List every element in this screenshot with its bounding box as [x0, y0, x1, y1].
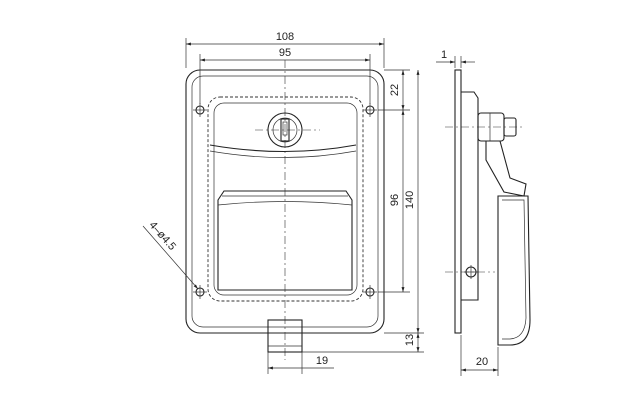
- dim-bottom-projection: 13: [404, 334, 416, 346]
- mounting-hole-top-left: [193, 103, 207, 117]
- side-cylinder-cap: [503, 117, 517, 137]
- dim-overall-width: 108: [276, 31, 294, 43]
- key-slot-inner: [282, 121, 288, 136]
- paddle-grip-lip: [217, 201, 353, 206]
- side-cam: [485, 140, 527, 197]
- mounting-hole-top-right: [363, 103, 377, 117]
- front-view: [185, 60, 385, 360]
- dim-top-offset: 22: [389, 84, 401, 96]
- dim-hole-spacing-height: 96: [389, 194, 401, 206]
- dim-thickness: 1: [441, 49, 447, 61]
- side-paddle-inner: [502, 199, 527, 340]
- mounting-hole-bottom-left: [193, 285, 207, 299]
- dim-hole-spacing-width: 95: [279, 47, 291, 59]
- pan-inner: [213, 102, 358, 296]
- recessed-pan: [207, 96, 364, 302]
- key-slot: [280, 118, 290, 142]
- dim-overall-height: 140: [404, 191, 416, 209]
- paddle-grip: [217, 190, 353, 291]
- dim-depth: 20: [476, 356, 488, 368]
- side-paddle: [497, 195, 531, 346]
- paddle-top-curve-2: [209, 150, 357, 158]
- lock-body: [267, 319, 303, 353]
- hole-leader: [142, 225, 199, 290]
- side-pan-body: [461, 91, 479, 301]
- side-view: [445, 69, 531, 346]
- mounting-hole-bottom-right: [363, 285, 377, 299]
- side-flange: [454, 69, 462, 334]
- paddle-top-curve: [209, 144, 357, 153]
- dim-lock-body-width: 19: [316, 355, 328, 367]
- key-cylinder-outer: [267, 112, 303, 148]
- key-cylinder-inner: [272, 117, 298, 143]
